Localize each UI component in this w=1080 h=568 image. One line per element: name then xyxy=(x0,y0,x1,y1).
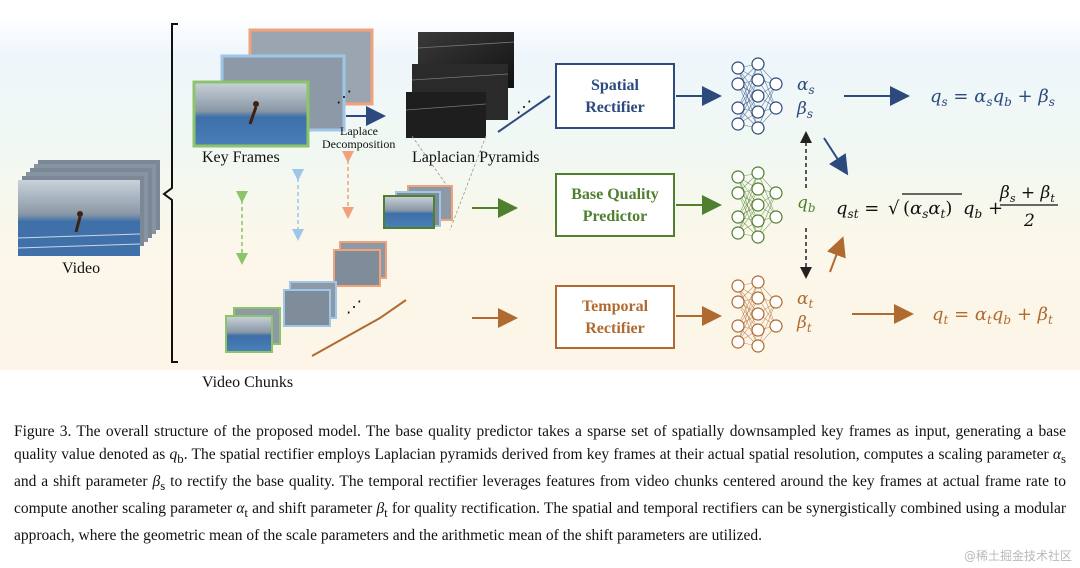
video-stack xyxy=(17,160,160,256)
caption-text-3: and a shift parameter xyxy=(14,473,153,491)
arrow-temporal-combined xyxy=(827,236,846,273)
decomposition-label: Decomposition xyxy=(322,137,395,151)
eq-combined: qst = √ (αsαt) qb + βs + βt 2 xyxy=(836,183,1058,231)
caption-qb-sub: b xyxy=(177,451,184,467)
svg-text:√: √ xyxy=(888,198,900,219)
svg-text:qb +: qb + xyxy=(963,198,1003,221)
chunks-ellipsis: ⋰ xyxy=(346,299,362,316)
spatial-network xyxy=(731,57,783,135)
downsampled-frames xyxy=(383,185,453,229)
laplace-label: Laplace xyxy=(340,124,378,138)
spatial-rectifier-box xyxy=(555,63,675,129)
caption-text-1: The overall structure of the proposed mo… xyxy=(14,423,1066,463)
caption-qb: q xyxy=(169,446,178,463)
caption-beta-s: β xyxy=(152,473,161,491)
model-diagram: Video ⋰ Key Frames Laplace Decomposition… xyxy=(0,14,1080,391)
background-band xyxy=(0,14,1080,370)
video-chunks-label: Video Chunks xyxy=(202,374,293,391)
arrow-spatial-combined xyxy=(823,137,849,176)
caption-text-6: for quality rectification. The spatial a… xyxy=(14,500,1066,545)
temporal-box-line2: Rectifier xyxy=(585,320,645,337)
caption-alpha-s: α xyxy=(1052,446,1061,463)
svg-text:(αsαt): (αsαt) xyxy=(903,198,952,221)
laplacian-pyramid xyxy=(405,32,515,231)
spatial-box-line1: Spatial xyxy=(591,77,640,94)
watermark: @稀土掘金技术社区 xyxy=(963,549,1072,563)
svg-text:2: 2 xyxy=(1023,211,1035,231)
key-frames-label: Key Frames xyxy=(202,149,280,166)
spatial-box-line2: Rectifier xyxy=(585,99,645,116)
input-brace xyxy=(162,23,178,363)
spatial-merge-line xyxy=(497,95,551,133)
temporal-network xyxy=(731,275,783,353)
caption-beta-s-sub: s xyxy=(160,478,166,494)
temporal-rectifier-box xyxy=(555,285,675,349)
base-box-line1: Base Quality xyxy=(571,186,659,203)
caption-beta-t-sub: t xyxy=(384,505,388,521)
key-frames-stack xyxy=(192,28,374,148)
eq-spatial: qs = αsqb + βs xyxy=(930,86,1055,109)
temporal-merge-line xyxy=(311,299,407,357)
caption-alpha-t-sub: t xyxy=(244,505,248,521)
svg-text:βs + βt: βs + βt xyxy=(999,183,1055,205)
base-network xyxy=(731,166,783,244)
temporal-box-line1: Temporal xyxy=(582,298,649,315)
caption-alpha-s-sub: s xyxy=(1060,451,1066,467)
key-frames-ellipsis: ⋰ xyxy=(336,89,352,106)
figure-label: Figure 3. xyxy=(14,423,72,440)
eq-temporal: qt = αtqb + βt xyxy=(932,304,1053,327)
video-label: Video xyxy=(62,260,100,277)
svg-text:qst =: qst = xyxy=(836,198,879,221)
base-box-line2: Predictor xyxy=(583,208,648,225)
base-predictor-box xyxy=(555,173,675,237)
caption-text-5: and shift parameter xyxy=(248,500,377,518)
laplacian-pyramids-label: Laplacian Pyramids xyxy=(412,149,540,166)
figure-caption: Figure 3. The overall structure of the p… xyxy=(14,420,1066,547)
caption-text-4: to rectify the base quality. The tempora… xyxy=(14,473,1066,518)
caption-text-2: . The spatial rectifier employs Laplacia… xyxy=(183,446,1053,463)
video-chunks xyxy=(225,241,387,353)
caption-alpha-t: α xyxy=(236,500,245,518)
caption-beta-t: β xyxy=(376,500,385,518)
